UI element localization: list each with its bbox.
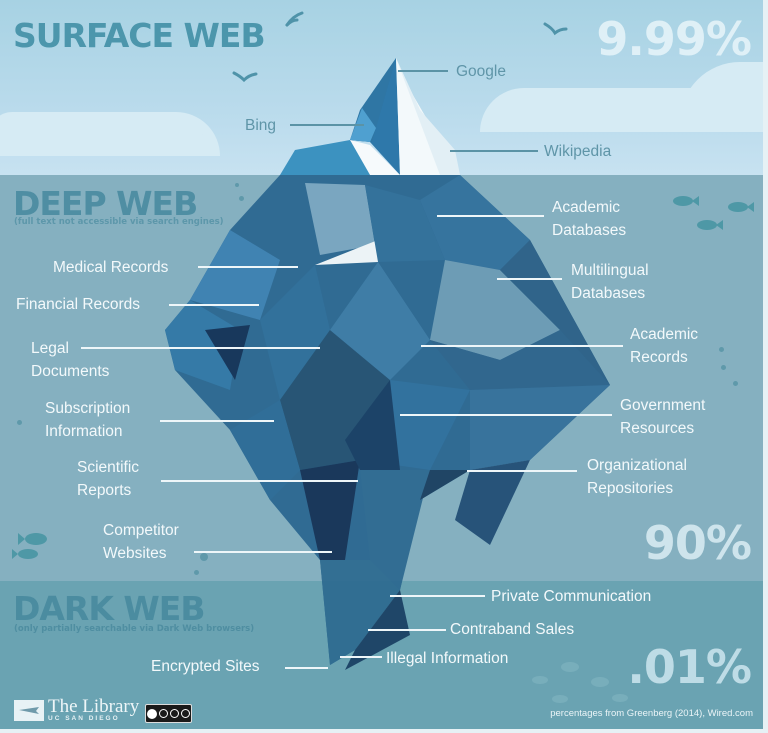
faint-fish-icon <box>532 662 628 703</box>
label-line-2: Resources <box>620 420 695 437</box>
financial-records-leader-line <box>169 304 259 306</box>
logo-subtitle: UC SAN DIEGO <box>48 715 120 722</box>
subscription-information-leader-line <box>160 420 274 422</box>
label-line-1: Academic <box>630 326 699 343</box>
label-line-1: Organizational <box>587 457 687 474</box>
label-line-1: Competitor <box>103 522 179 539</box>
label-line-1: Academic <box>552 199 621 216</box>
sa-icon <box>181 709 190 718</box>
bubble-icon <box>239 196 244 201</box>
label-line-2: Repositories <box>587 480 674 497</box>
label-academic-databases: Academic Databases <box>552 196 626 242</box>
label-google: Google <box>456 63 506 80</box>
creative-commons-license-icon <box>145 704 192 723</box>
deep-web-title: DEEP WEB <box>13 184 198 223</box>
label-private-communication: Private Communication <box>491 588 652 605</box>
scientific-reports-leader-line <box>161 480 358 482</box>
label-financial-records: Financial Records <box>16 296 141 313</box>
label-scientific-reports: Scientific Reports <box>77 456 139 502</box>
dark-web-subtitle: (only partially searchable via Dark Web … <box>14 624 255 634</box>
label-organizational-repositories: Organizational Repositories <box>587 454 687 500</box>
label-multilingual-databases: Multilingual Databases <box>571 259 649 305</box>
bird-icon <box>232 11 568 83</box>
label-line-2: Information <box>45 423 123 440</box>
competitor-websites-leader-line <box>194 551 332 553</box>
bubble-icon <box>17 420 22 425</box>
label-subscription-information: Subscription Information <box>45 397 130 443</box>
academic-databases-leader-line <box>437 215 544 217</box>
surface-web-percent: 9.99% <box>596 12 752 66</box>
label-line-1: Scientific <box>77 459 140 476</box>
iceberg-body <box>165 175 610 670</box>
google-leader-line <box>398 70 448 72</box>
bubble-icon <box>194 570 199 575</box>
label-line-1: Legal <box>31 340 69 357</box>
cloud-left-puff-icon <box>90 122 210 156</box>
label-line-2: Records <box>630 349 688 366</box>
label-line-2: Databases <box>571 285 646 302</box>
by-icon <box>159 709 168 718</box>
bubble-icon <box>235 183 239 187</box>
library-logo-icon <box>14 699 44 721</box>
deep-web-percent: 90% <box>643 516 752 570</box>
logo-title: The Library <box>48 696 140 717</box>
bubble-icon <box>721 365 726 370</box>
label-line-2: Websites <box>103 545 167 562</box>
label-medical-records: Medical Records <box>53 259 169 276</box>
label-line-2: Databases <box>552 222 627 239</box>
legal-documents-leader-line <box>81 347 320 349</box>
private-communication-leader-line <box>390 595 485 597</box>
contraband-sales-leader-line <box>368 629 446 631</box>
source-credit: percentages from Greenberg (2014), Wired… <box>550 708 753 719</box>
uc-san-diego-library-logo: The Library UC SAN DIEGO <box>14 696 140 722</box>
bing-leader-line <box>290 124 364 126</box>
bubble-icon <box>719 347 724 352</box>
label-academic-records: Academic Records <box>630 323 698 369</box>
surface-web-title: SURFACE WEB <box>13 16 266 55</box>
nc-icon <box>170 709 179 718</box>
illegal-information-leader-line <box>340 656 382 658</box>
organizational-repositories-leader-line <box>467 470 577 472</box>
cc-icon <box>147 708 157 719</box>
label-line-2: Reports <box>77 482 132 499</box>
academic-records-leader-line <box>421 345 623 347</box>
label-encrypted-sites: Encrypted Sites <box>151 658 260 675</box>
dark-web-percent: .01% <box>627 640 752 694</box>
medical-records-leader-line <box>198 266 298 268</box>
label-contraband-sales: Contraband Sales <box>450 621 575 638</box>
label-competitor-websites: Competitor Websites <box>103 519 179 565</box>
label-line-2: Documents <box>31 363 110 380</box>
label-government-resources: Government Resources <box>620 394 705 440</box>
label-bing: Bing <box>245 117 277 134</box>
bubble-icon <box>200 553 208 561</box>
bubble-icon <box>733 381 738 386</box>
encrypted-sites-leader-line <box>285 667 328 669</box>
label-line-1: Multilingual <box>571 262 649 279</box>
multilingual-databases-leader-line <box>497 278 562 280</box>
government-resources-leader-line <box>400 414 612 416</box>
fish-icon <box>12 196 754 559</box>
dark-web-title: DARK WEB <box>13 589 205 628</box>
deep-web-subtitle: (full text not accessible via search eng… <box>14 217 224 227</box>
label-legal-documents: Legal Documents <box>31 337 109 383</box>
label-illegal-information: Illegal Information <box>386 650 509 667</box>
label-wikipedia: Wikipedia <box>544 143 612 160</box>
label-line-1: Subscription <box>45 400 131 417</box>
iceberg-tip <box>280 58 460 175</box>
wikipedia-leader-line <box>450 150 538 152</box>
label-line-1: Government <box>620 397 706 414</box>
